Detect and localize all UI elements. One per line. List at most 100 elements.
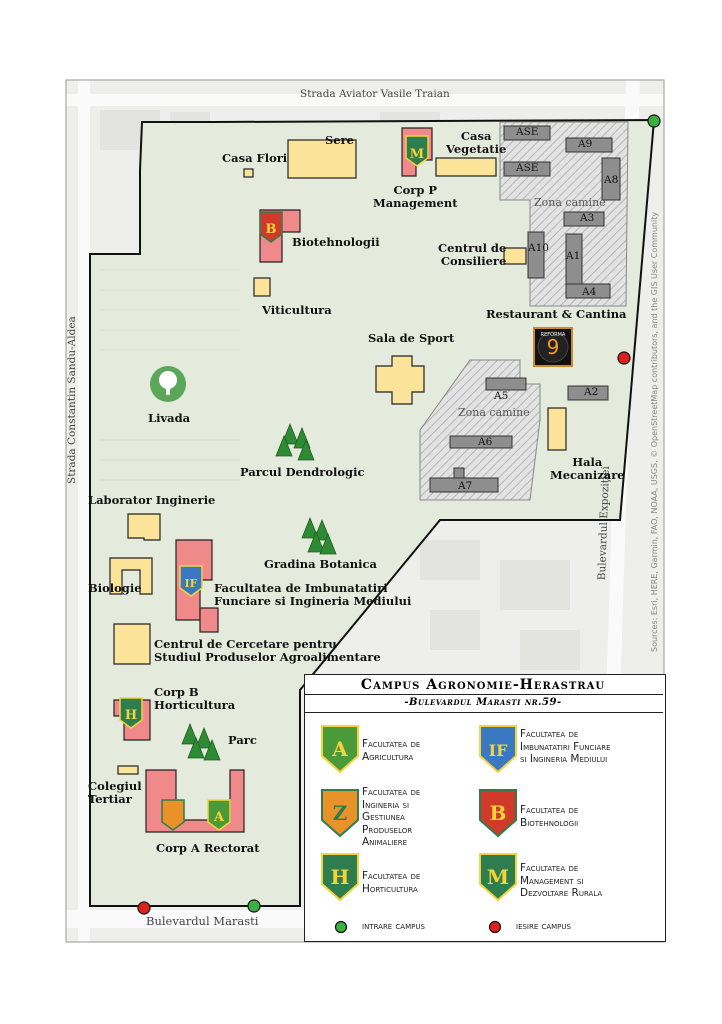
dorm-label-a1: A1 — [566, 250, 581, 262]
label-viticultura: Viticultura — [262, 303, 332, 317]
exit-dot-east[interactable] — [617, 351, 631, 365]
colegiu-building — [117, 765, 139, 775]
reforma-text: REFORMA — [541, 332, 566, 338]
legend-divider — [305, 694, 663, 695]
casa-flori-building — [243, 168, 254, 178]
dorm-label-a7: A7 — [458, 480, 473, 492]
svg-text:A: A — [331, 737, 348, 761]
entry-dot-south[interactable] — [247, 899, 261, 913]
exit-legend-icon — [488, 920, 502, 934]
buildings-yellow — [109, 139, 567, 775]
faculty-management-shield-icon: M — [479, 853, 517, 902]
orchard-texture — [100, 269, 240, 481]
conifer-trees-icon — [181, 422, 337, 761]
biologie-building — [109, 557, 153, 595]
faculty-agricultura-shield-icon: A — [321, 725, 359, 774]
faculty-zootehnie-shield-icon: Z — [321, 789, 359, 838]
casa-vegetatie-building — [435, 157, 497, 177]
legend-subtitle: -Bulevardul Marasti nr.59- — [404, 697, 562, 708]
sere-building — [287, 139, 357, 179]
svg-text:M: M — [487, 865, 509, 889]
label-biotehnologii: Biotehnologii — [292, 235, 380, 249]
label-casa-vegetatie: Casa Vegetatie — [446, 129, 507, 157]
svg-text:B: B — [490, 801, 507, 825]
label-corp-b: Corp B Horticultura — [154, 685, 236, 713]
road-north — [66, 94, 664, 106]
svg-text:IF: IF — [185, 577, 198, 590]
legend-title: Campus Agronomie-Herastrau — [360, 677, 606, 693]
label-sere: Sere — [325, 133, 354, 147]
label-parc: Parc — [228, 733, 257, 747]
dorm-buildings — [429, 125, 621, 493]
legend-exit-label: iesire campus — [516, 921, 571, 932]
label-restaurant: Restaurant & Cantina — [486, 307, 627, 321]
dorm-label-ase-1: ASE — [516, 126, 539, 138]
exit-dot-south[interactable] — [137, 901, 151, 915]
if-annex — [199, 607, 219, 633]
map-credit: Sources: Esri, HERE, Garmin, FAO, NOAA, … — [650, 211, 659, 652]
viticultura-building — [253, 277, 271, 297]
svg-text:B: B — [266, 222, 277, 237]
svg-text:IF: IF — [489, 741, 508, 760]
street-west-label: Strada Constantin Sandu-Aldea — [66, 316, 78, 484]
label-hala: Hala Mecanizare — [550, 455, 625, 483]
dorm-label-a6: A6 — [478, 436, 493, 448]
label-centru-consiliere: Centrul de Consiliere — [438, 241, 507, 269]
dorm-label-a5: A5 — [494, 390, 509, 402]
dorm-label-a9: A9 — [578, 138, 593, 150]
legend-label-zootehnie: Facultatea de Ingineria si Gestiunea Pro… — [362, 786, 421, 849]
reforma-number: 9 — [547, 335, 560, 359]
label-biologie: Biologie — [88, 581, 142, 595]
label-centru-cercetare: Centrul de Cercetare pentru Studiul Prod… — [154, 637, 381, 665]
hala-building — [547, 407, 567, 451]
road-west — [78, 80, 90, 942]
dorm-label-a2: A2 — [584, 386, 599, 398]
label-gradina: Gradina Botanica — [264, 557, 377, 571]
label-corp-p: Corp P Management — [373, 183, 458, 211]
legend-label-management: Facultatea de Management si Dezvoltare R… — [520, 862, 603, 900]
svg-text:H: H — [331, 865, 350, 889]
dorm-label-a4: A4 — [582, 286, 597, 298]
svg-text:A: A — [213, 810, 225, 825]
legend-divider-2 — [305, 712, 663, 713]
entry-legend-icon — [334, 920, 348, 934]
dorm-zone-south — [419, 359, 541, 501]
dorm-label-a8: A8 — [604, 174, 619, 186]
dorm-label-a10: A10 — [528, 242, 549, 254]
faculty-if-shield-icon: IF — [479, 725, 517, 774]
reforma-circle-icon — [537, 331, 569, 363]
svg-text:Z: Z — [333, 801, 348, 825]
dorm-label-a3: A3 — [580, 212, 595, 224]
faculty-horticultura-shield-icon: H — [321, 853, 359, 902]
sala-sport-building — [375, 355, 425, 405]
legend-entry-label: intrare campus — [362, 921, 425, 932]
svg-text:M: M — [410, 147, 424, 162]
dorm-label-ase-2: ASE — [516, 162, 539, 174]
label-livada: Livada — [148, 411, 191, 425]
entry-dot-northeast[interactable] — [647, 114, 661, 128]
lab-inginerie-building — [127, 513, 161, 541]
label-parc-dendrologic: Parcul Dendrologic — [240, 465, 365, 479]
label-casa-flori: Casa Flori — [222, 151, 288, 165]
label-colegiul: Colegiul Tertiar — [88, 779, 142, 807]
legend-label-biotehnologii: Facultatea de Biotehnologii — [520, 804, 579, 829]
map-frame — [65, 79, 665, 943]
legend-label-if: Facultatea de Imbunatatiri Funciare si I… — [520, 728, 611, 766]
cercetare-building — [113, 623, 151, 665]
label-corp-a: Corp A Rectorat — [156, 841, 260, 855]
label-fac-if: Facultatea de Imbunatatiri Funciare si I… — [214, 581, 412, 609]
label-lab-inginerie: Laborator Inginerie — [88, 493, 216, 507]
svg-text:H: H — [125, 708, 137, 723]
label-zona-camine-south: Zona camine — [458, 406, 530, 419]
faculty-biotehnologii-shield-icon: B — [479, 789, 517, 838]
consiliere-building — [503, 247, 527, 265]
campus-boundary — [89, 118, 656, 907]
legend-label-agricultura: Facultatea de Agricultura — [362, 738, 421, 763]
map-shields: M B IF H A — [119, 135, 429, 831]
street-north-label: Strada Aviator Vasile Traian — [300, 88, 450, 100]
street-south-label: Bulevardul Marasti — [146, 914, 259, 928]
label-zona-camine-north: Zona camine — [534, 196, 606, 209]
legend-label-horticultura: Facultatea de Horticultura — [362, 870, 421, 895]
label-sala-sport: Sala de Sport — [368, 331, 455, 345]
